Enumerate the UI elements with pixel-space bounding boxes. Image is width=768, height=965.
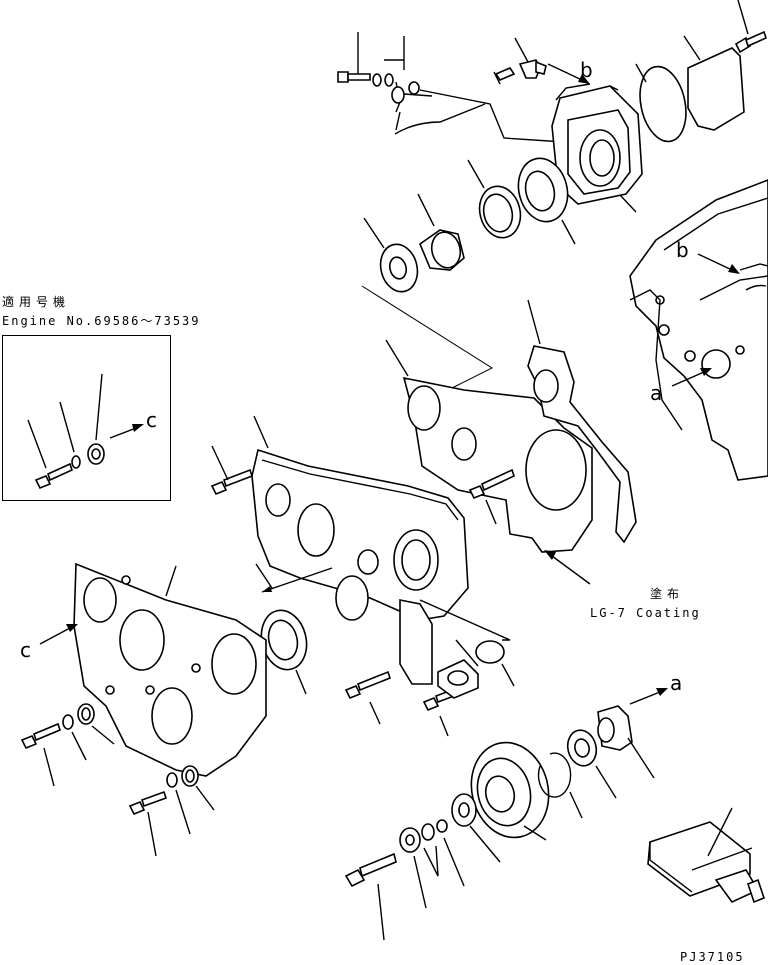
inset-frame <box>2 335 171 501</box>
arrow-a-right <box>672 368 712 386</box>
drawing-code: PJ37105 <box>680 950 745 964</box>
o-ring-small <box>420 600 514 686</box>
thrust-washer-stack <box>400 794 500 908</box>
inset-serial-range: Engine No.69586～73539 <box>2 314 201 328</box>
callout-b-right: b <box>676 238 689 262</box>
coating-label-en: LG-7 Coating <box>590 606 701 620</box>
bolt-set-lower <box>130 766 214 856</box>
coating-label-jp: 塗布 <box>650 587 685 601</box>
cover-bolt-upper <box>212 446 252 494</box>
gasket-bolt <box>470 470 514 524</box>
shaft-gear <box>418 194 464 271</box>
bolt-set-upper <box>22 704 114 786</box>
cover-plate-top <box>684 36 744 130</box>
cover-bolt-lower <box>346 672 390 724</box>
inset-title-jp: 適用号機 <box>2 295 71 309</box>
dowel-pin-leader <box>256 564 332 592</box>
callout-a-lower: a <box>670 671 683 695</box>
front-cover-gasket <box>386 340 592 552</box>
arrow-b-right <box>698 254 740 274</box>
gasket-leader <box>362 286 492 388</box>
tool-drift <box>648 808 764 902</box>
seal-cover-plate <box>438 640 478 698</box>
idler-bolt <box>346 854 396 940</box>
callout-a-right: a <box>650 381 663 405</box>
pump-housing <box>552 84 642 212</box>
snap-ring <box>539 753 582 818</box>
inset-parts <box>28 374 144 488</box>
pipe-elbow-fitting <box>494 38 546 84</box>
top-washer-pair <box>373 36 419 94</box>
seal-cover-bolt <box>424 690 454 736</box>
engine-block <box>630 180 768 480</box>
callout-c-inset: c <box>146 408 157 432</box>
arrow-coating <box>544 550 590 584</box>
thrust-ring <box>468 160 526 242</box>
timing-case-gasket <box>528 300 636 542</box>
top-bolt-left <box>338 32 370 82</box>
arrow-c-left <box>40 624 78 644</box>
oil-seal <box>255 606 312 694</box>
idler-shaft <box>598 706 654 778</box>
oil-pipe <box>392 82 564 142</box>
o-ring-top <box>634 62 693 145</box>
callout-b-top: b <box>580 58 593 82</box>
idler-bearing <box>564 727 616 798</box>
idler-gear <box>462 734 559 846</box>
top-bolt-right <box>736 0 766 52</box>
front-plate-gasket <box>74 564 266 776</box>
arrow-a-lower <box>630 688 668 704</box>
arrow-b-top <box>548 64 590 84</box>
bearing-outer <box>512 153 575 244</box>
bearing-small <box>364 218 422 296</box>
callout-c-left: c <box>20 638 31 662</box>
